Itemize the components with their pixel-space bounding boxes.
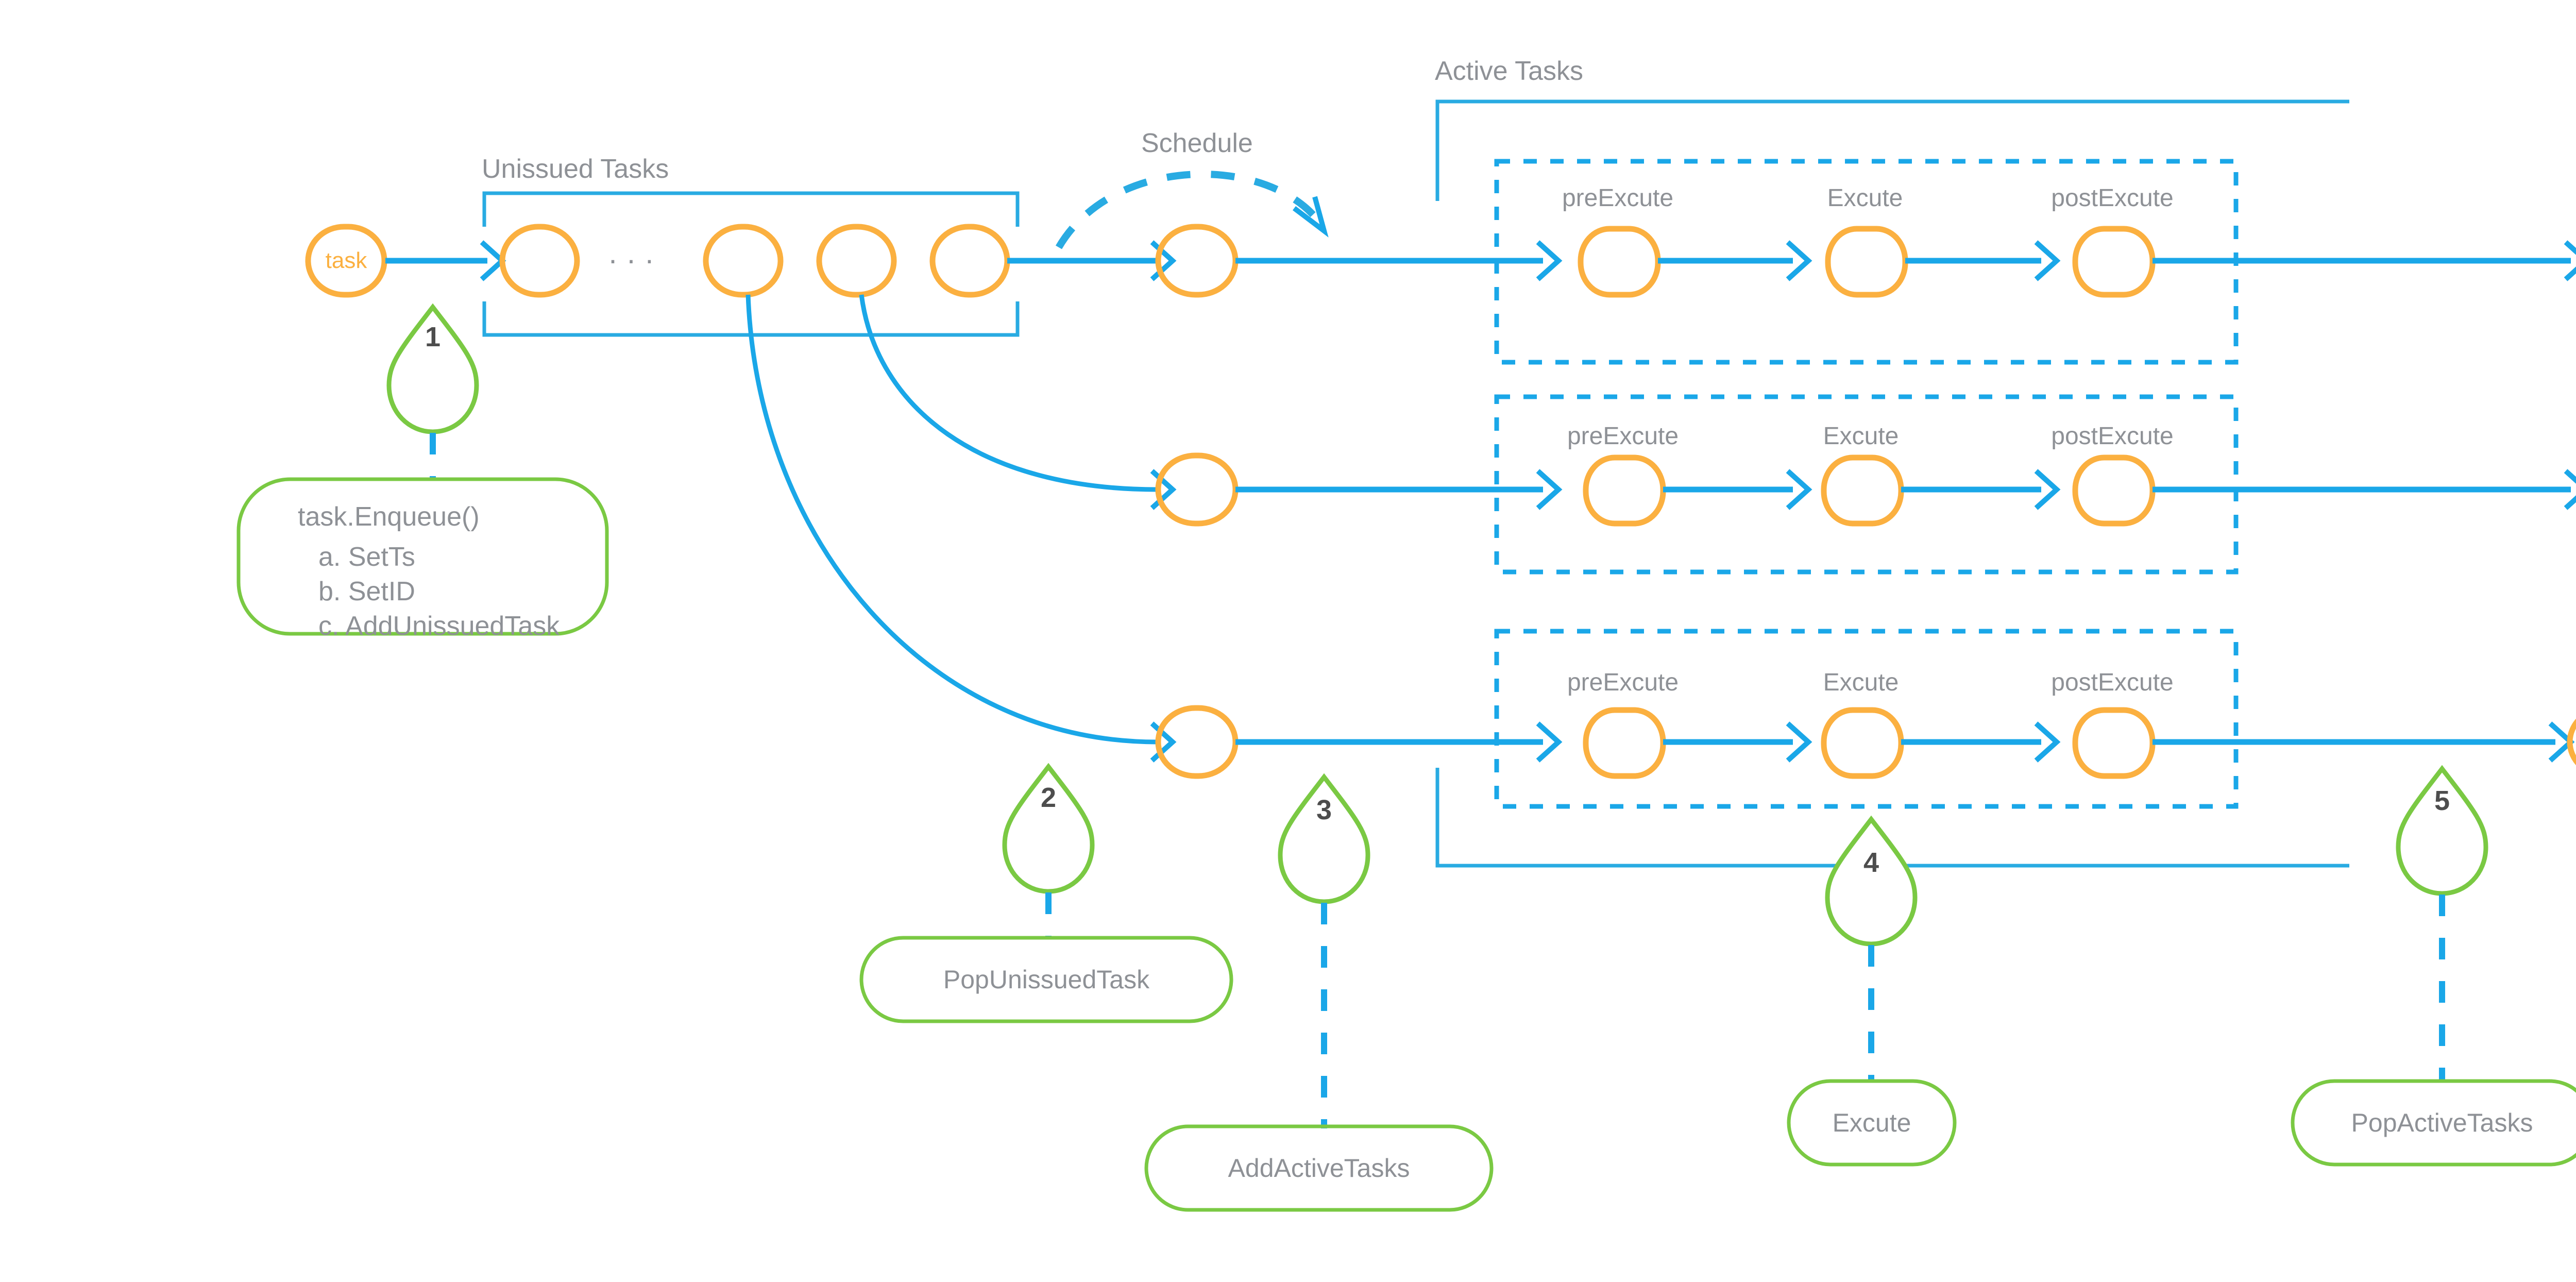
callout-step-a: a. SetTs (318, 542, 415, 572)
schedule-label: Schedule (1141, 128, 1253, 158)
phase-node-preexcute[interactable] (1583, 707, 1666, 779)
marker-number: 2 (1041, 782, 1056, 813)
marker-number: 1 (425, 322, 440, 352)
schedule-arc (1055, 170, 1329, 249)
lane-1: preExcute Excute postExcute (1155, 159, 2576, 365)
callout-add-active-tasks[interactable]: AddActiveTasks (1144, 1124, 1494, 1212)
phase-node-excute[interactable] (1821, 454, 1904, 527)
callout-label: Excute (1833, 1108, 1911, 1137)
phase-label-excute: Excute (1823, 669, 1899, 696)
unissued-task-node[interactable] (499, 224, 580, 298)
phase-label-preexcute: preExcute (1567, 423, 1679, 450)
arrow-task-to-queue (385, 240, 506, 281)
callout-title: task.Enqueue() (298, 502, 480, 532)
marker-number: 4 (1863, 847, 1879, 878)
marker-4[interactable]: 4 (1825, 815, 1918, 947)
phase-label-excute: Excute (1823, 423, 1899, 450)
callout-pop-unissued-task[interactable]: PopUnissuedTask (859, 936, 1233, 1023)
active-tasks-bracket (1435, 99, 2349, 868)
unissued-task-node[interactable] (929, 224, 1010, 298)
callout-task-enqueue[interactable]: task.Enqueue() a. SetTs b. SetID c. AddU… (236, 477, 609, 641)
callout-label: AddActiveTasks (1228, 1154, 1410, 1183)
task-node-label: task (326, 248, 368, 273)
phase-node-excute[interactable] (1821, 707, 1904, 779)
marker-1[interactable]: 1 (386, 303, 479, 434)
marker-2[interactable]: 2 (1002, 763, 1095, 894)
callout-label: PopUnissuedTask (943, 965, 1150, 994)
callout-label: PopActiveTasks (2351, 1108, 2533, 1137)
phase-node-postexcute[interactable] (2072, 707, 2156, 779)
unissued-task-node[interactable] (703, 224, 784, 298)
task-phase-box (1494, 629, 2239, 809)
task-phase-box (1494, 394, 2239, 575)
phase-label-preexcute: preExcute (1562, 184, 1673, 212)
phase-label-postexcute: postExcute (2051, 669, 2173, 696)
completed-task-node[interactable] (2567, 708, 2576, 776)
lane-3: preExcute Excute postExcute (1155, 629, 2576, 809)
task-source-node[interactable]: task (305, 224, 387, 298)
flow-queue-to-lane3 (745, 294, 1177, 763)
callout-step-c: c. AddUnissuedTask (318, 611, 560, 641)
marker-number: 3 (1316, 795, 1332, 825)
phase-label-postexcute: postExcute (2051, 184, 2173, 212)
phase-label-postexcute: postExcute (2051, 423, 2173, 450)
flow-queue-to-lane1 (1007, 240, 1177, 281)
phase-node-excute[interactable] (1825, 226, 1908, 298)
callout-step-b: b. SetID (318, 577, 415, 606)
active-tasks-label: Active Tasks (1435, 56, 1583, 86)
lane-2: preExcute Excute postExcute (1155, 394, 2576, 575)
phase-node-preexcute[interactable] (1583, 454, 1666, 527)
phase-node-preexcute[interactable] (1578, 226, 1661, 298)
unissued-task-node[interactable] (816, 224, 897, 298)
marker-3[interactable]: 3 (1278, 773, 1370, 904)
callout-excute[interactable]: Excute (1787, 1079, 1957, 1167)
queue-ellipsis: · · · (608, 243, 654, 277)
phase-label-excute: Excute (1827, 184, 1903, 212)
phase-node-postexcute[interactable] (2072, 454, 2156, 527)
phase-label-preexcute: preExcute (1567, 669, 1679, 696)
callout-pop-active-tasks[interactable]: PopActiveTasks (2291, 1079, 2576, 1167)
phase-node-postexcute[interactable] (2072, 226, 2156, 298)
unissued-tasks-label: Unissued Tasks (482, 154, 669, 184)
marker-number: 5 (2434, 785, 2450, 816)
marker-5[interactable]: 5 (2396, 765, 2488, 896)
